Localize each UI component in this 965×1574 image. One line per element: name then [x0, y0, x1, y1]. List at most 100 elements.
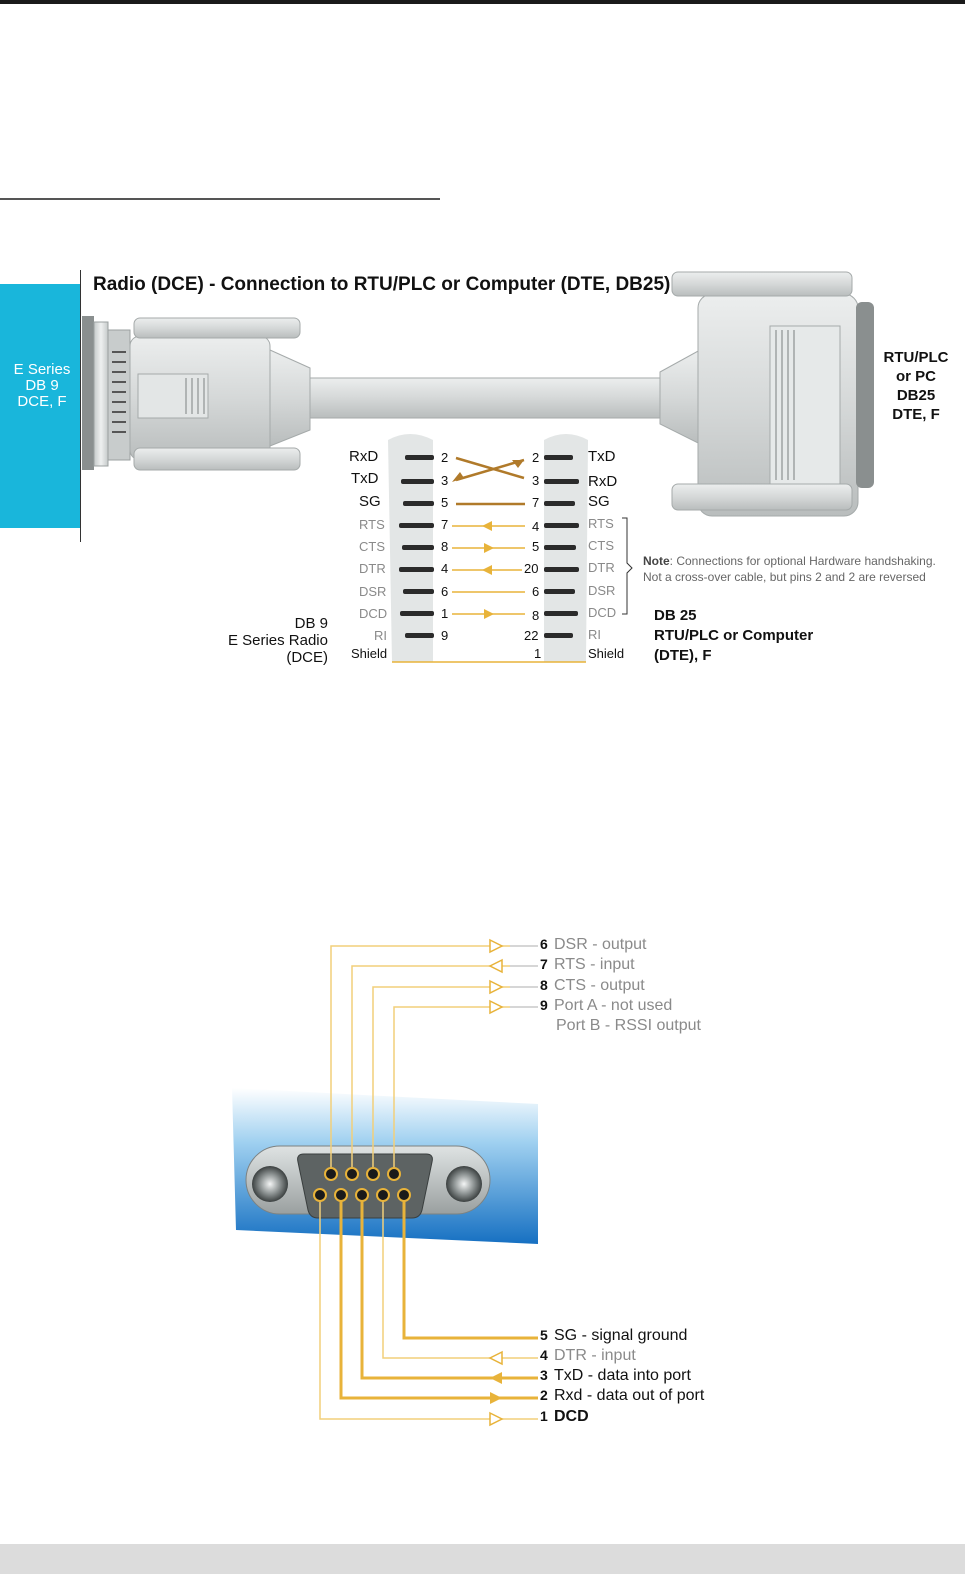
handshake-bracket — [622, 517, 633, 615]
note-bold: Note — [643, 554, 670, 568]
db9-pin-number: 4 — [441, 561, 449, 576]
handshake-note: Note: Connections for optional Hardware … — [643, 553, 936, 585]
db25-signal-shield: Shield — [588, 646, 625, 661]
footer-band — [0, 1544, 965, 1574]
pin-2-legend: 2 Rxd - data out of port — [540, 1387, 704, 1405]
tab-line-1: E Series — [13, 361, 71, 378]
db9-pin-number: 9 — [441, 628, 449, 643]
tab-line-2: DB 9 — [25, 377, 59, 394]
pin-8-number: 8 — [540, 977, 548, 993]
pin-5-legend: 5 SG - signal ground — [540, 1327, 687, 1345]
db25-pin-number: 5 — [532, 539, 540, 554]
db25-pin-number: 1 — [534, 646, 542, 661]
pin-8-text: CTS - output — [554, 977, 645, 994]
pin-2-number: 2 — [540, 1387, 548, 1403]
db25-connector-drawing — [659, 271, 874, 517]
db25-signal-dtr: DTR — [588, 560, 615, 575]
rtu-line-1: RTU/PLC — [883, 349, 949, 366]
diagram-title: Radio (DCE) - Connection to RTU/PLC or C… — [93, 274, 671, 295]
rtu-line-4: DTE, F — [892, 406, 940, 423]
tab-line-3: DCE, F — [17, 393, 67, 410]
db9-signal-dcd: DCD — [359, 606, 388, 621]
db25-pin-number: 22 — [524, 628, 539, 643]
db25-caption-line-3: (DTE), F — [654, 647, 712, 664]
pin-4-number: 4 — [540, 1347, 548, 1363]
db25-signal-dsr: DSR — [588, 583, 616, 598]
db9-signal-shield: Shield — [351, 646, 388, 661]
db9-pin-number: 5 — [441, 495, 449, 510]
pin-6-text: DSR - output — [554, 936, 647, 953]
db9-connector-drawing — [82, 316, 311, 471]
db9-signal-sg: SG — [359, 493, 381, 510]
pin-1-text: DCD — [554, 1408, 589, 1425]
pin-3-legend: 3 TxD - data into port — [540, 1367, 691, 1385]
db9-caption-line-3: (DCE) — [286, 649, 328, 666]
pin-1-number: 1 — [540, 1408, 548, 1424]
db25-pin-number: 2 — [532, 450, 540, 465]
db25-pin-number: 7 — [532, 495, 540, 510]
db9-signal-cts: CTS — [359, 539, 385, 554]
pin-9-number: 9 — [540, 997, 548, 1013]
db9-signal-dtr: DTR — [359, 561, 386, 576]
db9-pin-number: 6 — [441, 584, 449, 599]
db25-signal-rxd: RxD — [588, 473, 618, 490]
pin-9-port-b: Port B - RSSI output — [556, 1017, 701, 1034]
db25-caption-line-2: RTU/PLC or Computer — [654, 627, 814, 644]
db9-pins — [313, 1167, 411, 1202]
db9-pin-stubs — [399, 455, 434, 638]
handshake-wires — [392, 525, 586, 663]
db9-signal-rts: RTS — [359, 517, 385, 532]
bottom-wires — [319, 1192, 538, 1420]
pin-6-legend: 6 DSR - output — [540, 936, 646, 954]
db9-pin-number: 1 — [441, 606, 449, 621]
e-series-tab-label: E Series DB 9 DCE, F — [2, 362, 82, 410]
db25-pin-number: 8 — [532, 608, 540, 623]
db25-caption-line-1: DB 25 — [654, 607, 697, 624]
pin-9-legend: 9 Port A - not used — [540, 997, 672, 1015]
rtu-line-3: DB25 — [896, 387, 936, 404]
db9-signal-dsr: DSR — [359, 584, 387, 599]
db25-pin-number: 3 — [532, 473, 540, 488]
blue-panel — [232, 1088, 538, 1244]
pin-6-number: 6 — [540, 936, 548, 952]
cable-diagram — [82, 271, 874, 663]
pin-5-text: SG - signal ground — [554, 1327, 688, 1344]
crossover-wires — [452, 456, 525, 506]
db25-pin-number: 4 — [532, 519, 540, 534]
db25-signal-ri: RI — [588, 627, 601, 642]
e-series-tab — [0, 284, 80, 528]
pin-1-legend: 1 DCD — [540, 1408, 589, 1426]
db9-pin-number: 8 — [441, 539, 449, 554]
screw-right — [446, 1166, 482, 1202]
db25-pin-number: 6 — [532, 584, 540, 599]
db25-pin-number: 20 — [524, 561, 539, 576]
db25-pin-stubs — [544, 455, 579, 638]
top-wires — [330, 945, 538, 1174]
note-line-2: Not a cross-over cable, but pins 2 and 2… — [643, 570, 926, 584]
pin-8-legend: 8 CTS - output — [540, 977, 645, 995]
pin-3-number: 3 — [540, 1367, 548, 1383]
pin-2-text: Rxd - data out of port — [554, 1387, 705, 1404]
rtu-line-2: or PC — [895, 368, 936, 385]
rtu-plc-label: RTU/PLC or PC DB25 DTE, F — [868, 348, 964, 424]
db9-caption-line-1: DB 9 — [294, 615, 328, 632]
db25-caption: DB 25 RTU/PLC or Computer (DTE), F — [654, 606, 813, 666]
pin-5-number: 5 — [540, 1327, 548, 1343]
top-arrows — [488, 938, 504, 1015]
pin-7-number: 7 — [540, 956, 548, 972]
db25-signal-txd: TxD — [588, 448, 616, 465]
pin-9-text: Port A - not used — [554, 997, 673, 1014]
section-rule — [0, 198, 440, 200]
pin-4-text: DTR - input — [554, 1347, 636, 1364]
db9-pin-number: 2 — [441, 450, 449, 465]
pin-3-text: TxD - data into port — [554, 1367, 691, 1384]
db9-signal-rxd: RxD — [349, 448, 379, 465]
db25-signal-rts: RTS — [588, 516, 614, 531]
handshake-arrows — [482, 521, 494, 619]
bottom-arrows — [488, 1350, 504, 1427]
pin-7-legend: 7 RTS - input — [540, 956, 635, 974]
db9-caption: DB 9 E Series Radio (DCE) — [210, 615, 328, 666]
db9-pin-number: 7 — [441, 517, 449, 532]
screw-left — [252, 1166, 288, 1202]
pin-7-text: RTS - input — [554, 956, 635, 973]
